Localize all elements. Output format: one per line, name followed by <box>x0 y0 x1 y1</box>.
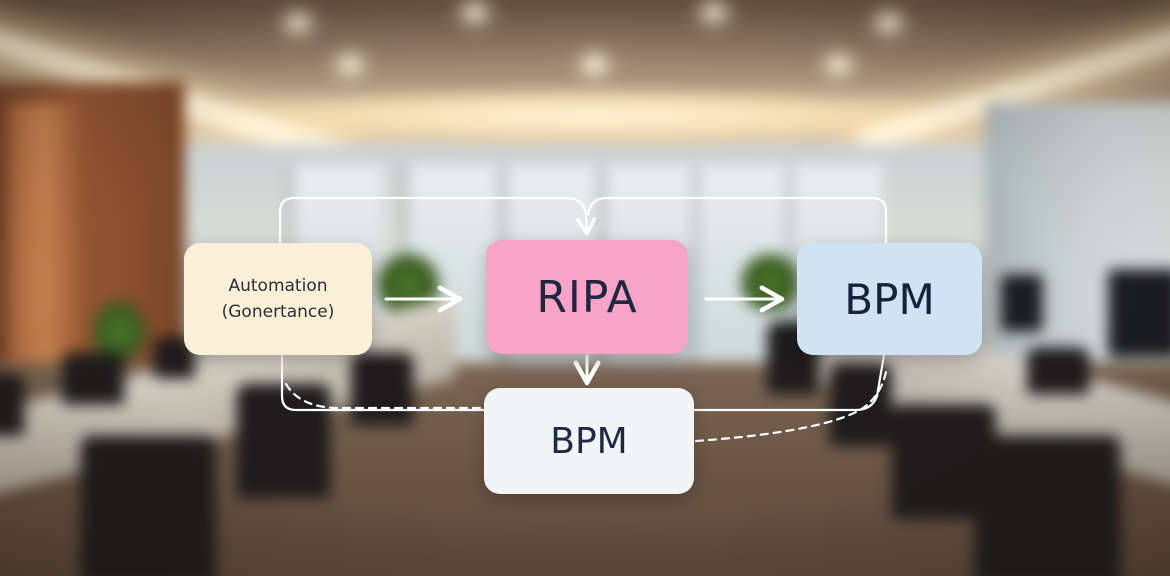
ceiling-light <box>288 17 308 29</box>
office-chair <box>80 435 216 576</box>
ceiling-light <box>829 59 849 70</box>
edge-automation-loop-bottom <box>280 353 886 412</box>
ceiling-light <box>879 17 899 29</box>
office-chair <box>0 373 25 436</box>
office-chair <box>975 435 1121 576</box>
ceiling-light <box>704 7 724 18</box>
office-chair <box>61 352 125 405</box>
node-ripa-label: RIPA <box>536 271 638 323</box>
edge-automation-to-bpm-bottom-dashed <box>284 382 486 410</box>
ceiling-light <box>340 59 360 70</box>
ceiling-light <box>585 59 604 70</box>
ceiling-light <box>465 7 485 18</box>
office-chair <box>351 352 414 426</box>
node-bpm-bottom-label: BPM <box>550 420 628 462</box>
edge-automation-loop-top <box>278 196 597 245</box>
node-automation-label: Automation (Gonertance) <box>221 276 335 322</box>
edge-bpm-bottom-to-bpm-right-dashed <box>694 370 888 443</box>
monitor <box>1000 274 1043 332</box>
edge-bpm-right-loop-top <box>586 196 888 245</box>
node-bpm-right: BPM <box>797 243 982 355</box>
node-ripa: RIPA <box>486 240 688 354</box>
office-chair <box>1027 347 1090 395</box>
node-bpm-bottom: BPM <box>484 388 694 494</box>
node-automation: Automation (Gonertance) <box>184 243 372 355</box>
monitor <box>1108 269 1170 358</box>
node-bpm-right-label: BPM <box>844 274 935 324</box>
plant <box>93 300 146 363</box>
